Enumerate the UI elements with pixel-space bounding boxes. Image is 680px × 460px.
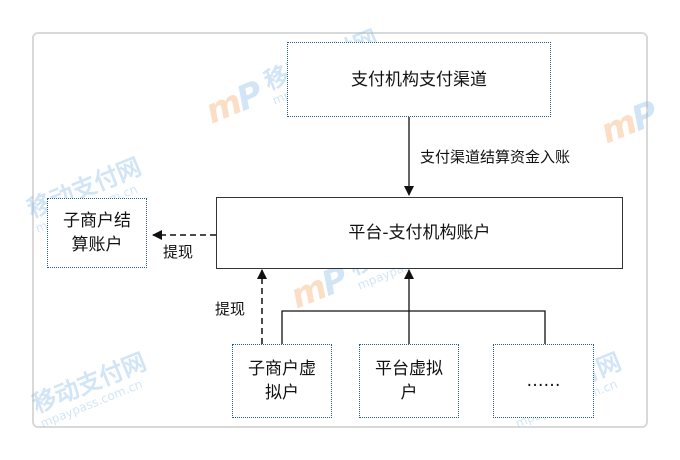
node-sub-merchant-virtual-account: 子商户虚 拟户 — [232, 344, 332, 418]
node-sub-merchant-settlement-account: 子商户结 算账户 — [47, 198, 147, 268]
node-payment-channel: 支付机构支付渠道 — [287, 42, 551, 117]
node-more-accounts: …… — [493, 344, 594, 418]
bracket-connector — [281, 310, 546, 344]
edge-label-settlement-inflow: 支付渠道结算资金入账 — [420, 148, 571, 166]
edge-label-withdraw: 提现 — [215, 300, 246, 318]
node-platform-account: 平台-支付机构账户 — [216, 197, 623, 269]
node-platform-virtual-account: 平台虚拟 户 — [359, 344, 459, 418]
edge-label-withdraw: 提现 — [163, 243, 194, 261]
